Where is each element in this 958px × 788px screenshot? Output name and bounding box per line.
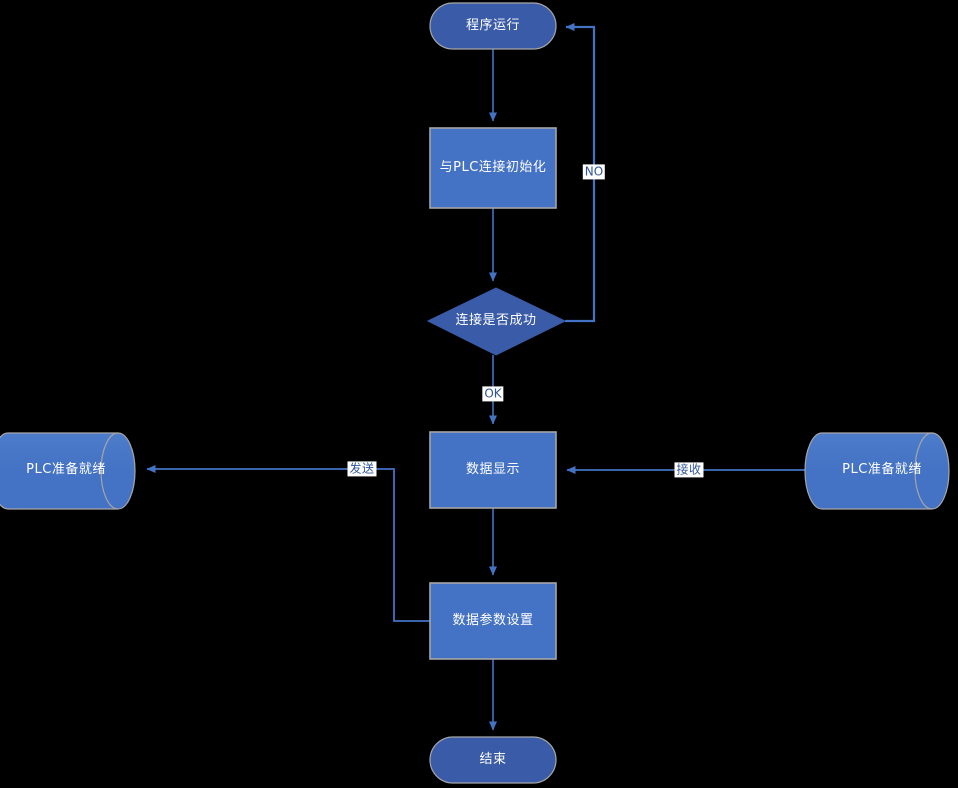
edge-params-to-plc-left-send (146, 465, 430, 622)
node-params[interactable] (429, 582, 557, 660)
node-plc-left[interactable] (0, 432, 136, 510)
node-init[interactable] (429, 127, 557, 209)
node-check[interactable] (426, 287, 567, 356)
node-start[interactable] (429, 2, 557, 50)
node-end[interactable] (429, 736, 557, 784)
edge-label-send: 发送 (347, 461, 377, 477)
edge-label-receive: 接收 (674, 462, 704, 478)
edge-label-ok: OK (482, 386, 504, 402)
edge-label-no: NO (582, 164, 606, 180)
node-plc-right[interactable] (804, 432, 950, 510)
node-display[interactable] (429, 431, 557, 509)
